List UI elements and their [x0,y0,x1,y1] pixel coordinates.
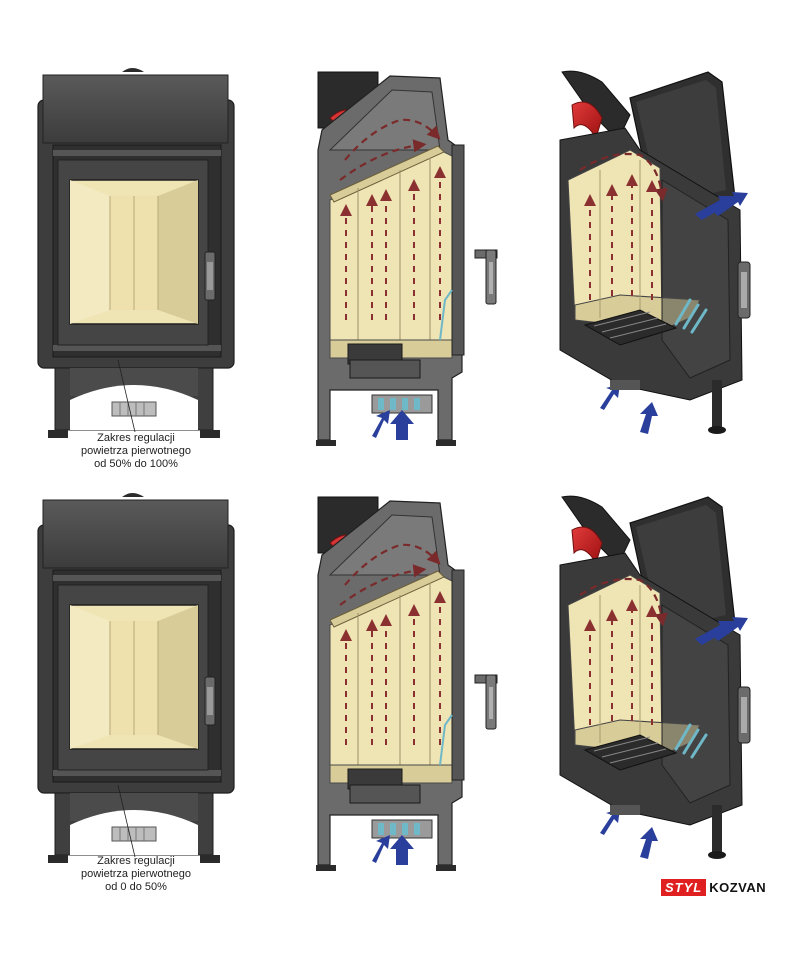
perspective-view-bottom [560,496,750,859]
caption-bottom: Zakres regulacji powietrza pierwotnego o… [66,855,206,894]
caption-bottom-line-3: od 0 do 50% [105,881,167,893]
caption-bottom-line-2: powietrza pierwotnego [80,868,192,880]
logo-part-styl: STYL [661,878,707,896]
caption-top-line-2: powietrza pierwotnego [80,445,192,457]
caption-top-line-1: Zakres regulacji [97,432,175,444]
logo-part-kozvan: KOZVAN [709,879,767,895]
front-view-top [37,67,235,439]
caption-bottom-line-1: Zakres regulacji [97,855,175,867]
front-view-bottom [37,492,235,864]
caption-top-line-3: od 50% do 100% [94,458,178,470]
side-section-top [316,72,497,446]
side-section-bottom [316,497,497,871]
styl-kozvan-logo: STYL KOZVAN [661,877,766,897]
bottom-row [37,492,750,871]
perspective-view-top [560,71,750,434]
caption-top: Zakres regulacji powietrza pierwotnego o… [66,432,206,471]
